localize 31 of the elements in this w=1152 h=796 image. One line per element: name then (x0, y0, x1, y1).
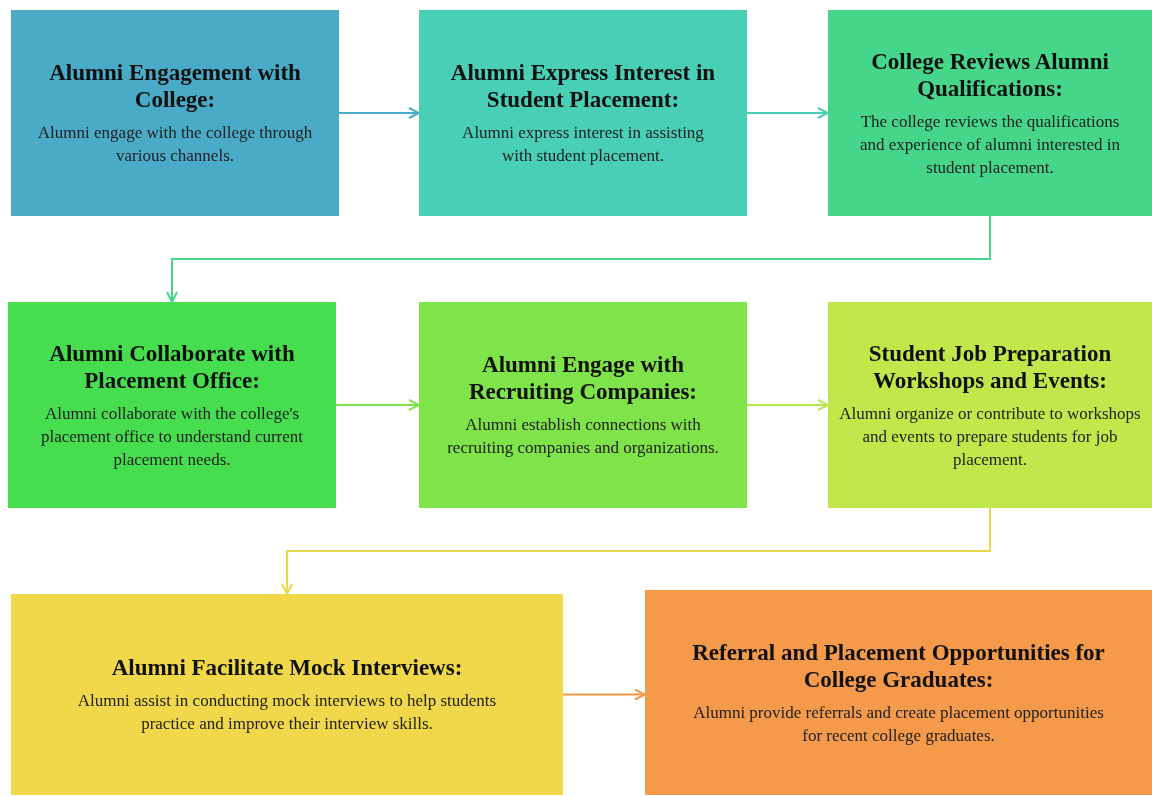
step-heading: Alumni Express Interest in Student Placement: (449, 59, 717, 113)
arrow (281, 507, 991, 595)
step-heading: Alumni Collaborate with Placement Office: (48, 339, 296, 394)
step-heading: Alumni Engagement with College: (48, 59, 302, 113)
arrow (338, 107, 420, 119)
step-description: Alumni provide referrals and create placement opportunities for recent college graduates. (692, 701, 1105, 747)
process-box (11, 594, 563, 795)
process-box (11, 10, 339, 216)
step-heading: Alumni Engage with Recruiting Companies: (467, 351, 699, 405)
step-heading: Referral and Placement Opportunities for College Graduates: (691, 638, 1106, 693)
arrow (746, 107, 829, 119)
step-description: Alumni collaborate with the college's placement office to understand current placement needs. (39, 402, 305, 471)
step-description: Alumni establish connections with recruiting companies and organizations. (446, 414, 720, 459)
process-box (8, 302, 336, 508)
arrow (562, 688, 646, 701)
process-box (828, 10, 1152, 216)
step-heading: College Reviews Alumni Qualifications: (870, 47, 1110, 102)
step-description: Alumni engage with the college through various channels. (36, 122, 314, 167)
step-description: Alumni organize or contribute to workshops and events to prepare students for job placement. (838, 402, 1142, 471)
process-box (828, 302, 1152, 508)
process-box (645, 590, 1152, 795)
step-heading: Student Job Preparation Workshops and Events: (867, 339, 1113, 394)
step-description: Alumni express interest in assisting with student placement. (461, 122, 705, 167)
process-box (419, 302, 747, 508)
arrow (166, 215, 991, 303)
step-description: Alumni assist in conducting mock interviews to help students practice and improve their interview skills. (76, 690, 498, 735)
arrow (335, 399, 420, 411)
arrow (746, 399, 829, 411)
step-description: The college reviews the qualifications and experience of alumni interested in student placement. (858, 110, 1122, 179)
step-heading: Alumni Facilitate Mock Interviews: (111, 654, 463, 681)
process-box (419, 10, 747, 216)
